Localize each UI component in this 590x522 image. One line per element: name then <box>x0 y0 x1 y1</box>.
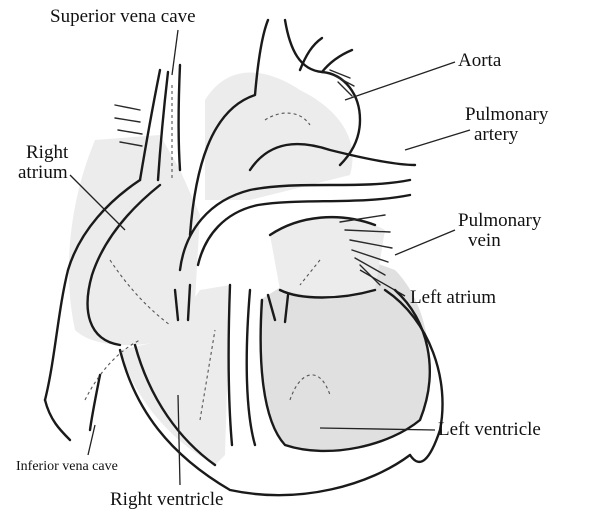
label-left-atrium: Left atrium <box>410 287 496 308</box>
interventricular-septum-right <box>247 290 255 445</box>
label-pulmonary-artery-line2: artery <box>474 124 519 145</box>
leader-pulmonary-artery <box>405 130 470 150</box>
superior-vena-cava-wall-right <box>179 65 181 170</box>
label-right-atrium-line1: Right <box>26 142 69 163</box>
leader-pulmonary-vein <box>395 230 455 255</box>
label-pulmonary-vein-line1: Pulmonary <box>458 210 542 231</box>
aorta-branch-1 <box>300 38 322 70</box>
label-pulmonary-artery-line1: Pulmonary <box>465 104 549 125</box>
label-pulmonary-vein-line2: vein <box>468 230 501 251</box>
label-aorta: Aorta <box>458 50 502 71</box>
leader-superior-vena-cava <box>172 30 178 75</box>
label-inferior-vena-cava: Inferior vena cave <box>16 459 118 474</box>
label-right-ventricle: Right ventricle <box>110 489 223 510</box>
label-left-ventricle: Left ventricle <box>438 419 541 440</box>
interventricular-septum-left <box>229 285 232 445</box>
left-atrium-region <box>270 217 385 300</box>
leader-aorta <box>345 62 455 100</box>
aorta-region <box>205 73 353 201</box>
label-right-atrium-line2: atrium <box>18 162 68 183</box>
aorta-branch-2 <box>322 50 352 72</box>
label-superior-vena-cava: Superior vena cave <box>50 6 196 27</box>
inferior-vena-cava-left <box>45 400 70 440</box>
